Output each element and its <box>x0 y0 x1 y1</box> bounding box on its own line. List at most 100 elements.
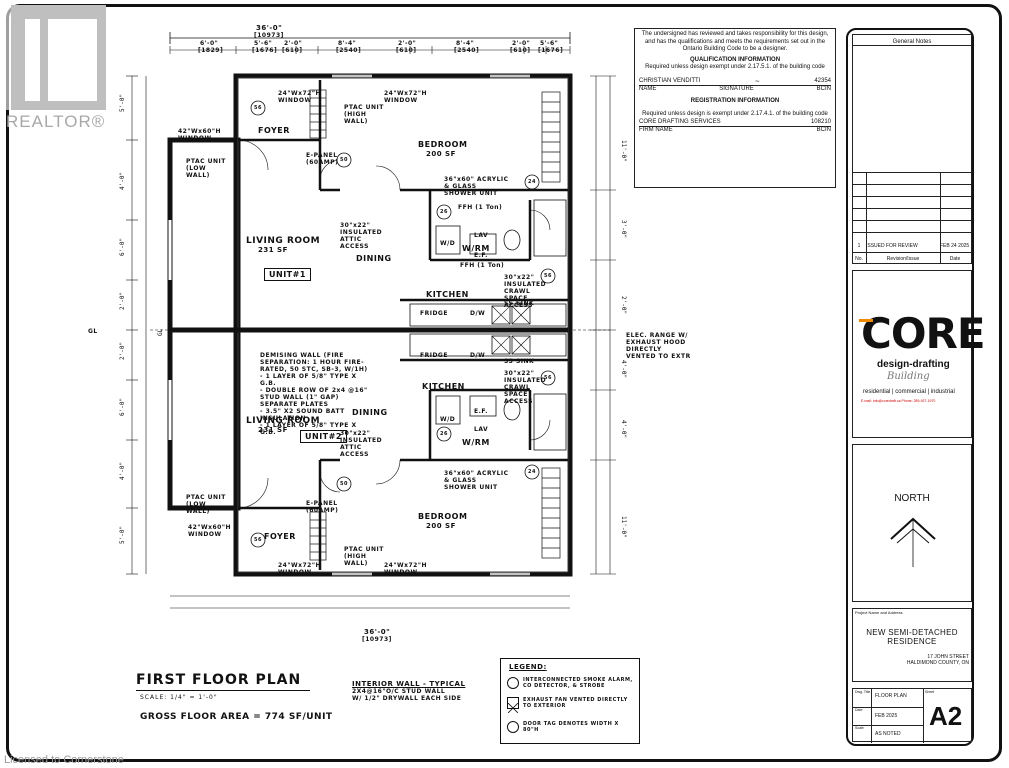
logo-core: CORE <box>861 309 986 358</box>
north-label: NORTH <box>894 493 930 504</box>
dim-label-mm: [610] <box>396 47 417 54</box>
room-label-foyer: FOYER <box>264 532 296 541</box>
name-label: NAME <box>639 86 657 92</box>
realtor-watermark: REALTOR® <box>4 4 111 131</box>
note-crawl-access: 30"x22" INSULATED CRAWL SPACE ACCESS <box>504 370 547 405</box>
plan-title-underline <box>136 690 310 691</box>
room-label-washroom: W/RM <box>462 438 490 447</box>
legend-box: LEGEND: INTERCONNECTED SMOKE ALARM, CO D… <box>500 658 640 744</box>
svg-text:3'-0": 3'-0" <box>620 220 627 238</box>
note-lav: LAV <box>474 232 489 239</box>
door-tag-50: 50 <box>340 157 348 163</box>
room-label-foyer: FOYER <box>258 126 290 135</box>
rev-header-no: No. <box>855 256 863 262</box>
legend-item: EXHAUST FAN VENTED DIRECTLY TO EXTERIOR <box>523 697 628 709</box>
dim-label-mm: [1829] <box>198 47 224 54</box>
interior-wall-note: INTERIOR WALL - TYPICAL 2X4@16"O/C STUD … <box>352 680 480 710</box>
note-lav: LAV <box>474 426 489 433</box>
qualification-heading: QUALIFICATION INFORMATION <box>689 56 781 63</box>
dim-label-mm: [2540] <box>336 47 362 54</box>
note-ffh: FFH (1 Ton) <box>458 204 503 211</box>
svg-text:2'-0": 2'-0" <box>119 342 126 360</box>
dim-label: 2'-0" <box>284 40 303 47</box>
note-ffh: FFH (1 Ton) <box>460 262 505 269</box>
designer-name: CHRISTIAN VENDITTI <box>639 77 701 84</box>
address-line-1: 17 JOHN STREET <box>927 654 969 660</box>
title-block: General Notes 1 ISSUED FOR REVIEW FEB 24… <box>846 28 986 746</box>
note-attic-access: 30"x22" INSULATED ATTIC ACCESS <box>340 222 383 250</box>
note-dishwasher: D/W <box>470 352 486 359</box>
exhaust-fan-icon <box>507 697 519 714</box>
note-shower: 36"x60" ACRYLIC & GLASS SHOWER UNIT <box>444 176 509 197</box>
room-area-living: 231 SF <box>258 246 288 254</box>
note-window: 24"Wx72"H WINDOW <box>384 90 427 104</box>
room-label-bedroom: BEDROOM <box>418 512 468 521</box>
note-sink: SS SINK <box>504 358 535 365</box>
note-range-hood: ELEC. RANGE W/ EXHAUST HOOD DIRECTLY VEN… <box>626 332 691 360</box>
sheet-label: Sheet <box>925 690 935 694</box>
dim-label-mm: [1676] <box>538 47 564 54</box>
logo-script: Building <box>887 371 930 382</box>
room-label-dining: DINING <box>356 254 392 263</box>
sheet-number: A2 <box>929 701 963 731</box>
registration-subheading: Required unless design is exempt under 2… <box>642 111 828 117</box>
svg-text:4'-0": 4'-0" <box>119 462 126 480</box>
dim-label-mm: [2540] <box>454 47 480 54</box>
room-label-bedroom: BEDROOM <box>418 140 468 149</box>
note-epanel: E-PANEL (60AMP) <box>306 152 339 166</box>
signature-mark: ~ <box>754 77 760 85</box>
interior-wall-line: W/ 1/2" DRYWALL EACH SIDE <box>352 695 462 702</box>
dim-label: 6'-0" <box>200 40 219 47</box>
north-arrow-box: NORTH <box>852 444 972 602</box>
signature-label: SIGNATURE <box>719 86 754 92</box>
note-window: 24"Wx72"H WINDOW <box>278 90 321 104</box>
scale-value: AS NOTED <box>875 731 901 737</box>
firm-name: CORE DRAFTING SERVICES <box>639 118 721 125</box>
note-fridge: FRIDGE <box>420 352 448 359</box>
dim-label: 5'-6" <box>540 40 559 47</box>
logo-tagline: residential | commercial | industrial <box>863 389 955 395</box>
date-value: FEB 2025 <box>875 713 898 719</box>
room-label-dining: DINING <box>352 408 388 417</box>
rev-header-date: Date <box>949 256 961 262</box>
note-exhaust-fan: E.F. <box>474 408 488 415</box>
note-ptac-low: PTAC UNIT (LOW WALL) <box>186 494 226 515</box>
note-sink: SS SINK <box>504 300 535 307</box>
gridline-label: GL <box>88 328 98 335</box>
note-demising-wall: DEMISING WALL (FIRE SEPARATION: 1 HOUR F… <box>260 352 368 436</box>
plan-scale: SCALE: 1/4" = 1'-0" <box>140 694 218 701</box>
note-attic-access: 30"x22" INSULATED ATTIC ACCESS <box>340 430 383 458</box>
door-tag-50: 50 <box>340 481 348 487</box>
interior-wall-line: 2X4@16"O/C STUD WALL <box>352 688 446 695</box>
room-label-washroom: W/RM <box>462 244 490 253</box>
note-dishwasher: D/W <box>470 310 486 317</box>
revision-header: No. Revision/Issue Date <box>852 252 972 265</box>
overall-dimension: 36'-0" <box>256 24 283 32</box>
note-epanel: E-PANEL (60AMP) <box>306 500 339 514</box>
legend-item: INTERCONNECTED SMOKE ALARM, CO DETECTOR,… <box>523 677 633 689</box>
legend-title: LEGEND: <box>509 663 547 671</box>
door-tag-24: 24 <box>528 469 536 475</box>
smoke-alarm-icon <box>507 677 519 689</box>
drawing-sheet-border <box>6 4 1002 762</box>
door-tag-26: 26 <box>440 209 448 215</box>
registration-heading: REGISTRATION INFORMATION <box>690 97 780 104</box>
address-line-2: HALDIMOND COUNTY, ON <box>906 660 969 666</box>
rev-header-desc: Revision/Issue <box>886 256 920 262</box>
svg-text:11'-0": 11'-0" <box>620 140 627 162</box>
general-notes-label: General Notes <box>892 39 932 45</box>
firm-bcin-label: BCIN <box>816 127 831 133</box>
gross-floor-area: GROSS FLOOR AREA = 774 SF/UNIT <box>140 712 333 722</box>
door-tag-56: 56 <box>544 375 552 381</box>
room-label-kitchen: KITCHEN <box>426 290 469 299</box>
qualification-box: The undersigned has reviewed and takes r… <box>634 28 836 188</box>
logo-contact: E-mail: info@coredraft.ca Phone: 289-927… <box>861 399 936 403</box>
door-tag-56: 56 <box>254 537 262 543</box>
overall-dimension-bottom: 36'-0" <box>364 628 391 636</box>
note-window: 42"Wx60"H WINDOW <box>188 524 231 538</box>
project-box: Project Name and Address NEW SEMI-DETACH… <box>852 608 972 682</box>
unit-label-2: UNIT#2 <box>300 430 347 443</box>
dim-label: 5'-6" <box>254 40 273 47</box>
drawing-info-box: Dwg. Title FLOOR PLAN Date FEB 2025 Scal… <box>852 688 972 743</box>
svg-text:6'-0": 6'-0" <box>119 238 126 256</box>
